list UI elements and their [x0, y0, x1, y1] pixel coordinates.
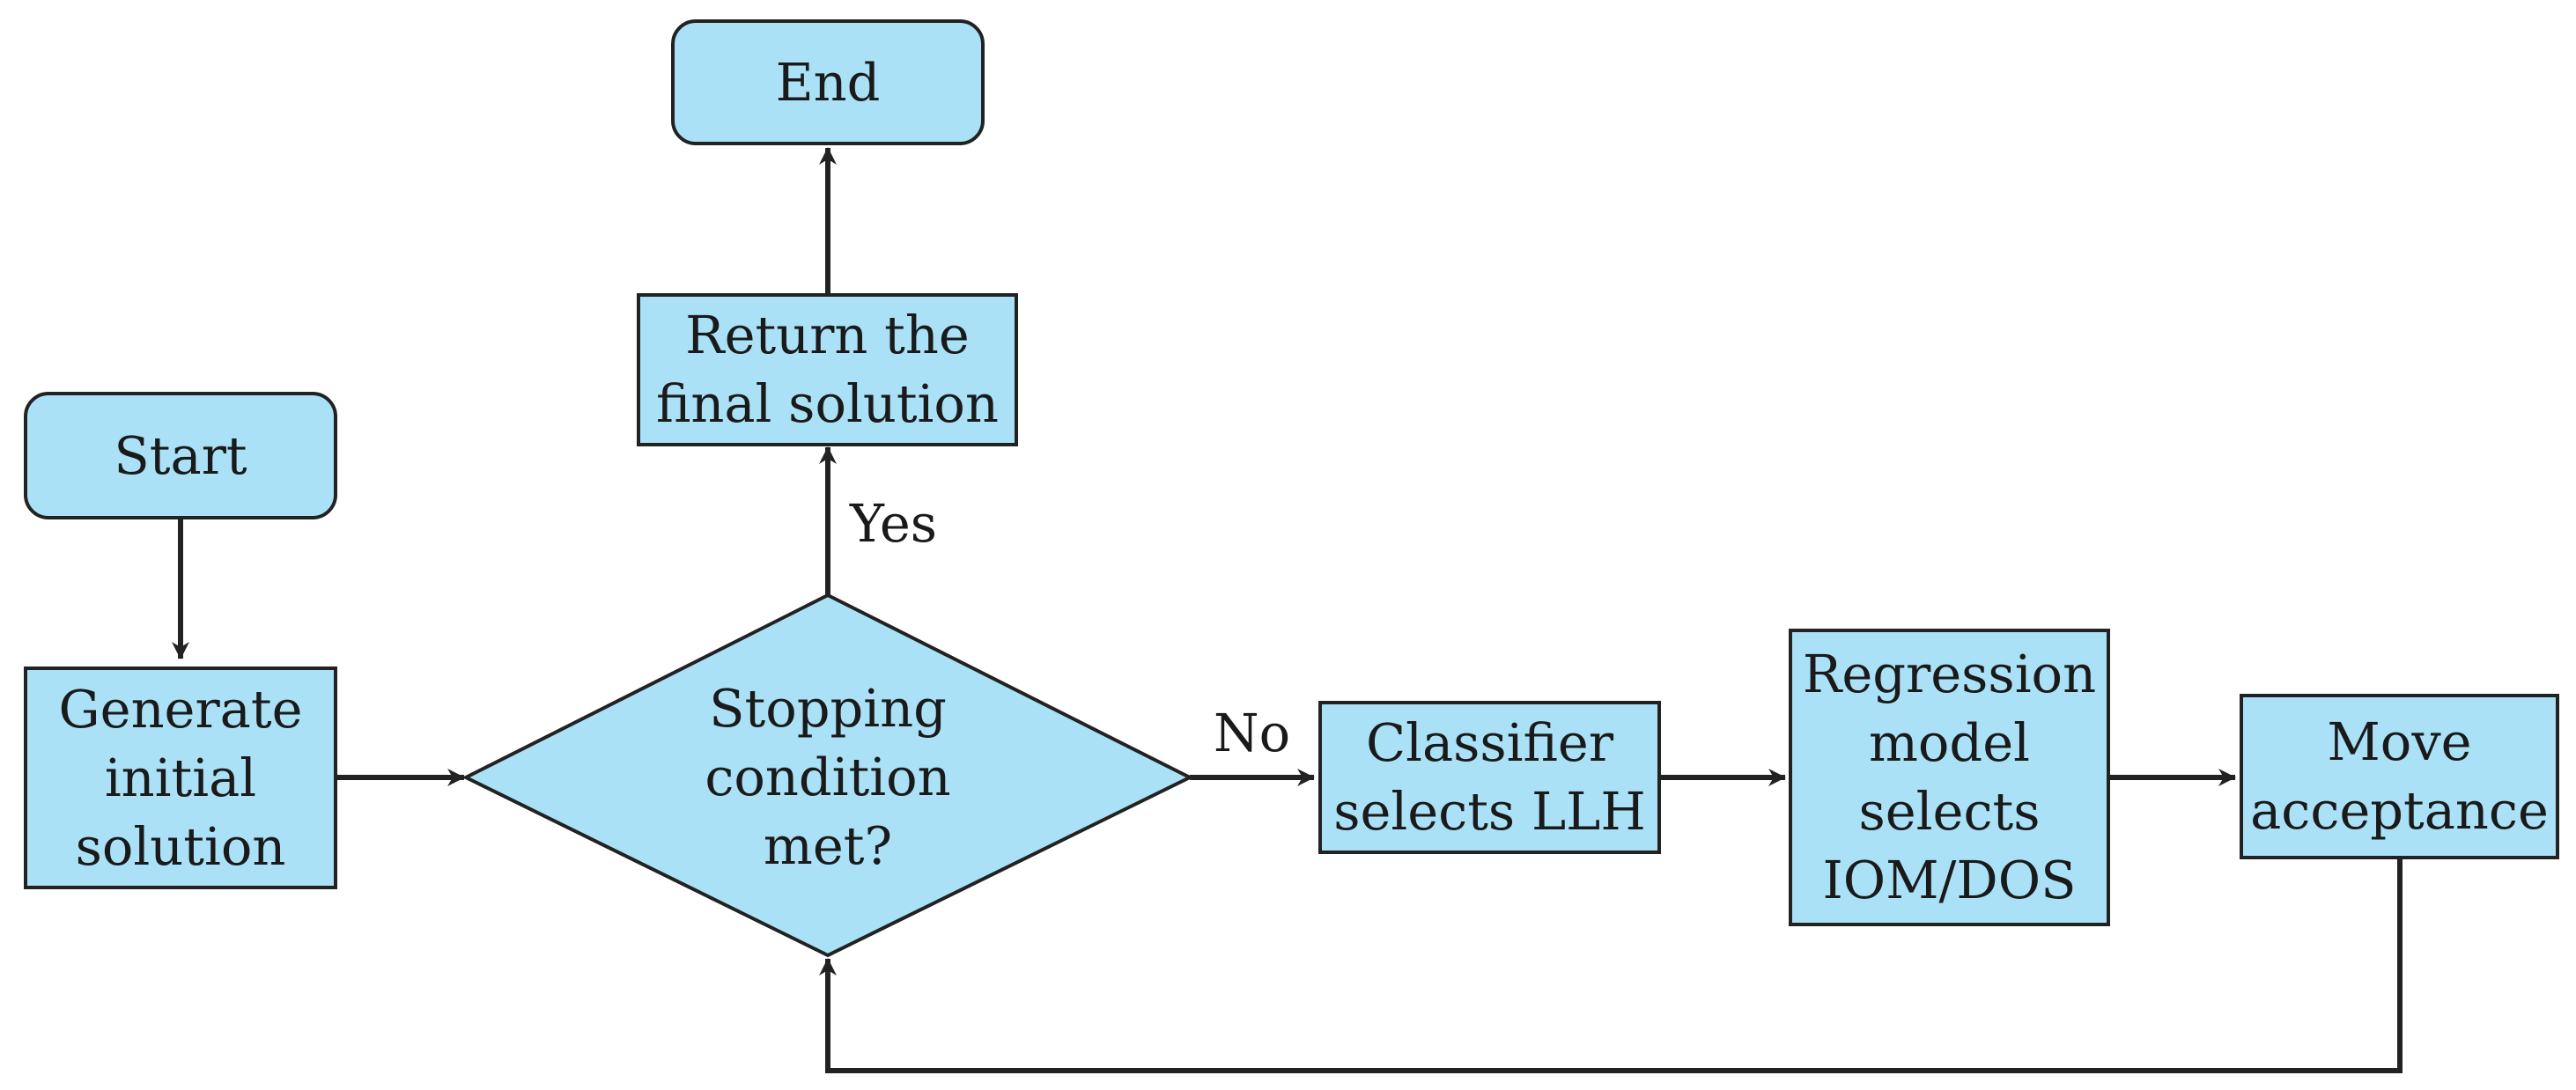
regression-model-box: Regression model selects IOM/DOS	[1789, 629, 2110, 926]
generate-initial-solution-box: Generate initial solution	[24, 667, 337, 889]
regression-model-label: Regression model selects IOM/DOS	[1802, 644, 2097, 910]
classifier-selects-llh-box: Classifier selects LLH	[1318, 701, 1661, 854]
start-terminal: Start	[24, 392, 337, 519]
move-acceptance-label: Move acceptance	[2250, 711, 2549, 841]
end-label: End	[775, 51, 881, 113]
end-terminal: End	[671, 19, 985, 145]
stopping-condition-label: Stopping condition met?	[705, 678, 951, 876]
classifier-selects-llh-label: Classifier selects LLH	[1333, 712, 1646, 842]
stopping-condition-decision: Stopping condition met?	[616, 672, 1040, 883]
move-acceptance-box: Move acceptance	[2240, 694, 2559, 859]
yes-edge-label: Yes	[850, 493, 938, 554]
start-label: Start	[114, 424, 247, 486]
return-final-solution-box: Return the final solution	[637, 293, 1018, 446]
no-edge-label: No	[1214, 703, 1291, 763]
edge-move-to-decision-loop	[819, 859, 2403, 1073]
stopping-condition-diamond-shape	[461, 593, 1194, 958]
generate-initial-solution-label: Generate initial solution	[58, 678, 303, 877]
return-final-solution-label: Return the final solution	[656, 305, 999, 434]
